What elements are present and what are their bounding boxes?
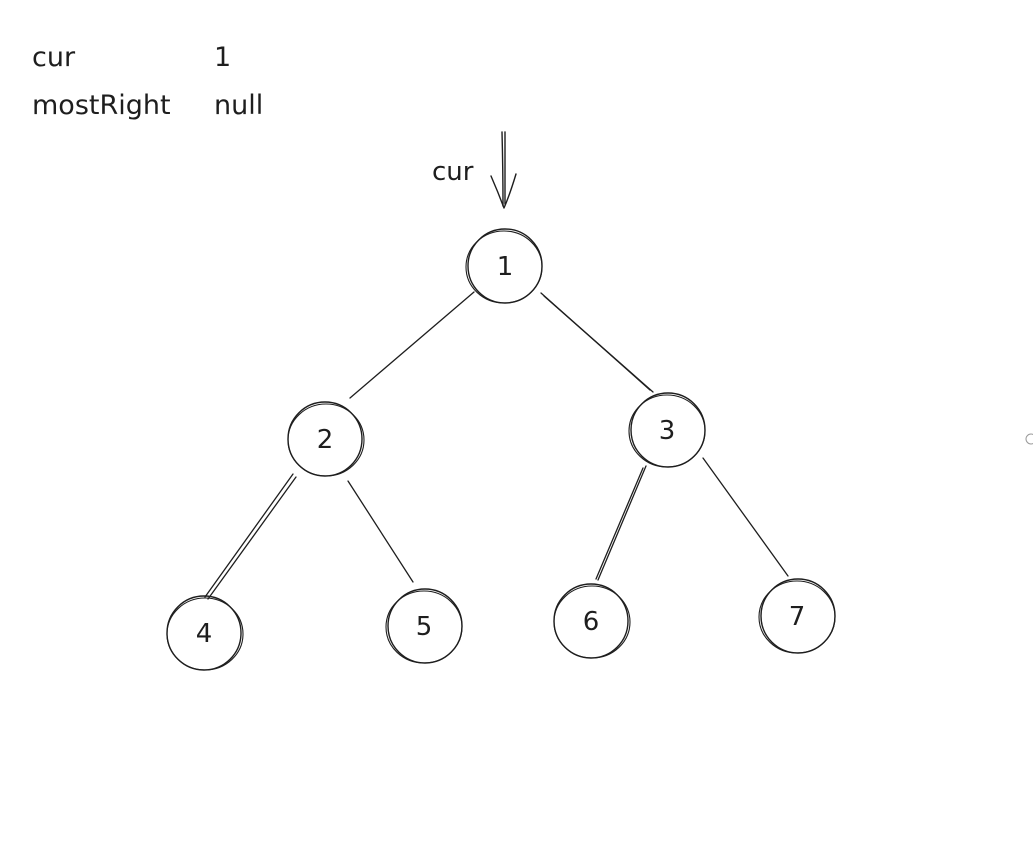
variable-name: cur: [32, 42, 76, 73]
down-arrow-icon: [490, 131, 517, 209]
edge-3-6-double: [595, 467, 644, 580]
resize-handle[interactable]: [1025, 433, 1033, 445]
variable-row-mostright: mostRight null: [32, 82, 294, 130]
tree-node-1: 1: [465, 228, 543, 304]
edge-2-4: [204, 473, 294, 598]
tree-edges: [204, 291, 789, 600]
edge-2-5: [347, 480, 414, 583]
edge-1-3-double: [543, 295, 654, 393]
tree-node-2: 2: [287, 401, 365, 477]
tree-node-7: 7: [758, 578, 836, 654]
tree-node-5: 5: [385, 588, 463, 664]
tree-node-4: 4: [166, 595, 244, 671]
edge-3-6: [597, 465, 647, 581]
variable-row-cur: cur 1: [32, 34, 294, 82]
node-label: 4: [196, 619, 213, 649]
node-label: 6: [583, 607, 600, 637]
edge-3-7: [702, 457, 789, 577]
pointer-label: cur: [432, 157, 474, 187]
node-label: 7: [789, 602, 806, 632]
node-label: 2: [317, 425, 334, 455]
variable-value: 1: [214, 42, 232, 73]
node-label: 3: [659, 416, 676, 446]
tree-node-6: 6: [553, 583, 631, 659]
node-label: 1: [497, 252, 514, 282]
edge-1-2: [349, 291, 475, 399]
variable-name: mostRight: [32, 90, 171, 121]
variable-value: null: [214, 90, 264, 121]
variable-table: cur 1 mostRight null: [32, 34, 294, 130]
edge-2-4-double: [207, 476, 297, 600]
tree-node-3: 3: [628, 392, 706, 468]
node-label: 5: [416, 612, 433, 642]
